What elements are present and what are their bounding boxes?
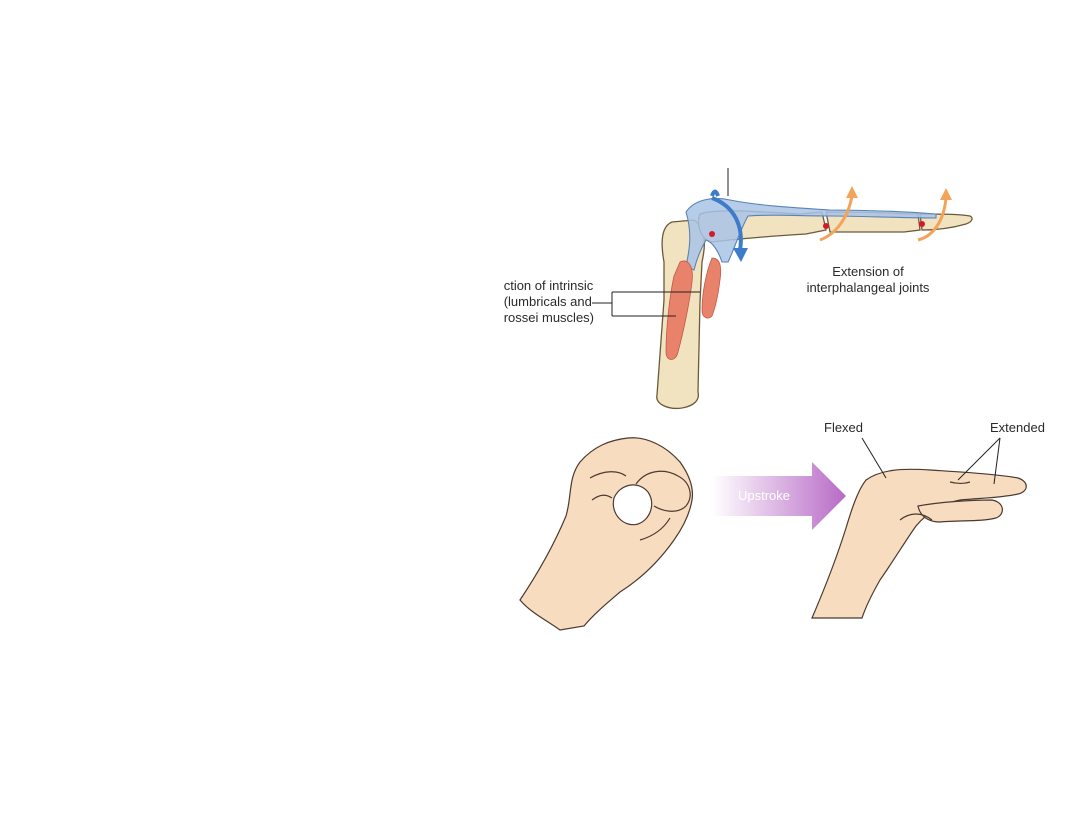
intrinsic-label-line1: ction of intrinsic	[503, 278, 594, 293]
extended-pointers	[957, 437, 1001, 485]
left-hand-shape	[519, 437, 694, 631]
extensor-hood	[685, 197, 937, 271]
intrinsic-label-line3: rossei muscles)	[503, 310, 594, 325]
flexed-label: Flexed	[824, 420, 864, 435]
upstroke-label: Upstroke	[738, 488, 791, 503]
left-hand-ring	[612, 484, 653, 526]
extension-label-line2: interphalangeal joints	[806, 280, 930, 295]
intrinsic-bracket	[592, 291, 700, 317]
interosseous-muscle	[665, 260, 693, 360]
intrinsic-muscles	[665, 257, 722, 360]
intrinsic-label: ction of intrinsic (lumbricals and rosse…	[504, 278, 594, 326]
right-hand-shape	[811, 468, 1027, 619]
lumbrical-muscle	[701, 257, 722, 319]
hand-extended-pinch	[811, 468, 1027, 619]
flexed-pointer	[861, 437, 887, 479]
right-hand-thumb	[917, 499, 1003, 523]
mcp-joint-dot	[709, 231, 715, 237]
extension-label: Extension of interphalangeal joints	[798, 264, 938, 296]
mcp-flexion-arrow	[710, 189, 748, 262]
left-hand-thumb	[635, 470, 691, 512]
pip-extension-arrow	[819, 186, 858, 242]
extension-label-line1: Extension of	[832, 264, 904, 279]
joint-axes	[709, 221, 925, 237]
intrinsic-label-line2: (lumbricals and	[503, 294, 592, 309]
pip-joint-dot	[823, 223, 829, 229]
upstroke-arrow	[712, 462, 846, 530]
intrinsic-label-clip: ction of intrinsic (lumbricals and rosse…	[490, 278, 600, 338]
extensor-mechanism	[685, 197, 937, 271]
dip-extension-arrow	[917, 188, 952, 242]
hand-ok-sign	[519, 437, 694, 631]
dip-joint-dot	[919, 221, 925, 227]
extended-label: Extended	[990, 420, 1045, 435]
